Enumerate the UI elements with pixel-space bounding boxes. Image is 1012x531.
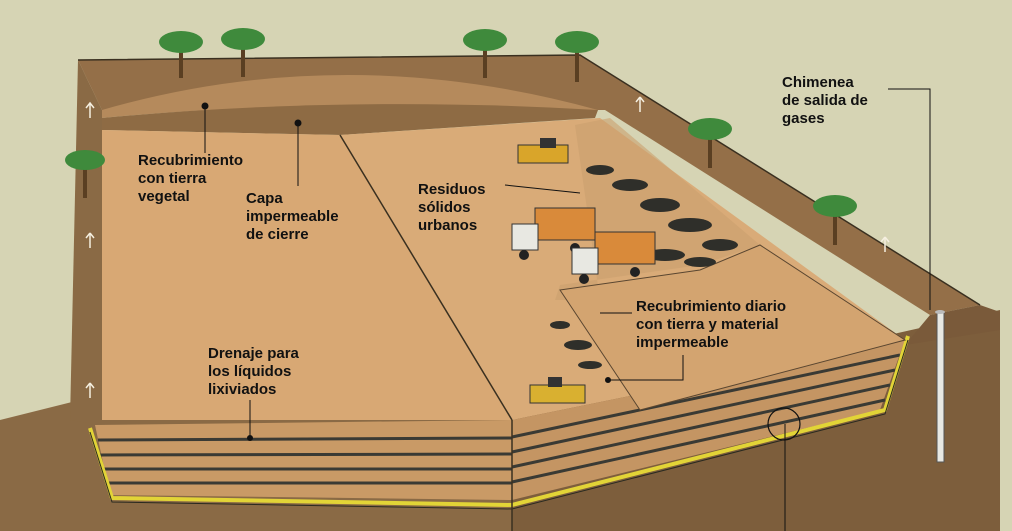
cut-face-left	[95, 420, 512, 500]
soil-right-wall	[905, 305, 1000, 345]
compactor-icon	[517, 138, 569, 164]
layer-stripes-right	[511, 353, 901, 484]
label-solid-waste: Residuos sólidos urbanos	[418, 181, 486, 234]
label-topsoil-cover: Recubrimiento con tierra vegetal	[138, 152, 244, 205]
bulldozer-icon	[529, 377, 586, 404]
daily-cover-step	[559, 244, 907, 411]
layer-stripes-left	[97, 436, 513, 485]
garbage-truck-icon	[571, 231, 656, 284]
tree	[555, 31, 599, 82]
tree	[221, 28, 265, 77]
tree	[159, 31, 203, 78]
tree	[688, 118, 732, 168]
tree	[463, 29, 507, 78]
label-gas-chimney: Chimenea de salida de gases	[782, 74, 868, 127]
closed-cell-surface	[102, 130, 512, 420]
tree	[813, 195, 857, 245]
soil-left-wall	[70, 60, 102, 425]
label-leachate-drainage: Drenaje para los líquidos lixiviados	[208, 345, 299, 398]
tree	[65, 150, 105, 198]
gas-chimney-pipe	[935, 310, 945, 463]
gas-vent-arrow-icon	[85, 96, 890, 398]
impermeable-cap-layer	[102, 104, 598, 135]
waste-pile-icon	[550, 165, 738, 369]
garbage-truck-icon	[511, 207, 596, 260]
label-daily-cover: Recubrimiento diario con tierra y materi…	[636, 298, 787, 351]
label-impermeable-cap: Capa impermeable de cierre	[246, 190, 339, 243]
